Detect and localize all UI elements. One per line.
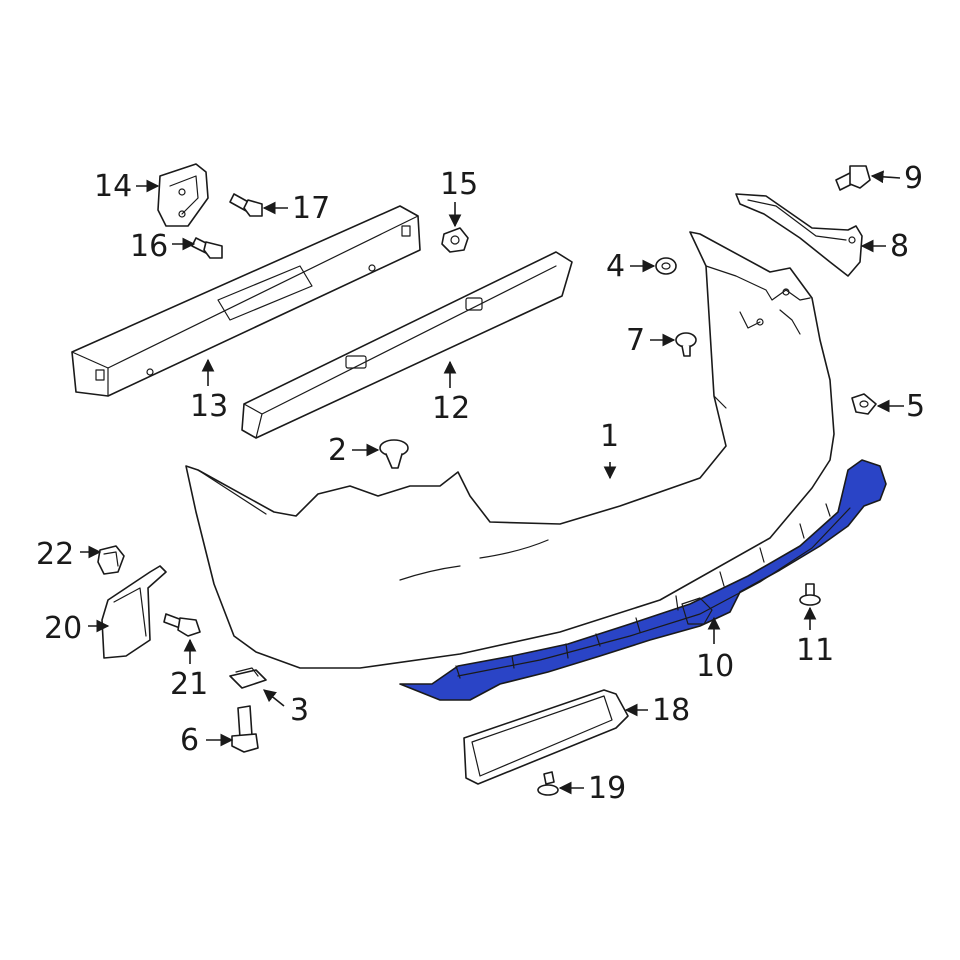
leader-3	[263, 689, 285, 707]
part-14-bracket[interactable]	[157, 163, 209, 227]
part-12-energy-absorber[interactable]	[241, 251, 573, 439]
callout-20: 20	[44, 611, 82, 646]
callout-12: 12	[432, 391, 470, 426]
callout-13: 13	[190, 389, 228, 424]
part-8-side-bracket[interactable]	[735, 193, 863, 277]
callout-6: 6	[180, 723, 199, 758]
callout-5: 5	[906, 389, 925, 424]
leader-lines	[80, 170, 904, 795]
part-17-bolt[interactable]	[229, 193, 263, 217]
part-11-screw[interactable]	[799, 583, 821, 606]
callout-21: 21	[170, 667, 208, 702]
part-5-clip[interactable]	[851, 393, 877, 415]
callout-16: 16	[130, 229, 168, 264]
callout-9: 9	[904, 161, 923, 196]
part-19-screw[interactable]	[537, 771, 559, 796]
part-18-reflector[interactable]	[463, 689, 629, 785]
callout-8: 8	[890, 229, 909, 264]
callout-4: 4	[606, 249, 625, 284]
part-4-clip[interactable]	[655, 257, 677, 275]
part-6-bolt[interactable]	[231, 705, 259, 753]
callout-3: 3	[290, 693, 309, 728]
callout-labels: 1 2 3 4 5 6 7 8 9 10 11 12 13 14 15 16 1…	[36, 161, 925, 806]
leader-9	[870, 170, 901, 184]
part-9-bolt[interactable]	[835, 165, 871, 191]
part-20-cap[interactable]	[101, 565, 167, 659]
part-7-push-pin[interactable]	[675, 332, 697, 357]
callout-2: 2	[328, 433, 347, 468]
callout-11: 11	[796, 633, 834, 668]
callout-7: 7	[626, 323, 645, 358]
part-1-bumper-cover[interactable]	[185, 231, 835, 669]
part-13-reinforcement-beam[interactable]	[71, 205, 421, 397]
part-16-bolt[interactable]	[191, 237, 223, 259]
callout-22: 22	[36, 537, 74, 572]
callout-14: 14	[94, 169, 132, 204]
part-3-clip[interactable]	[229, 667, 267, 689]
part-15-nut[interactable]	[441, 227, 469, 253]
callout-10: 10	[696, 649, 734, 684]
part-21-bolt[interactable]	[163, 613, 201, 637]
callout-1: 1	[600, 419, 619, 454]
part-2-push-pin[interactable]	[379, 439, 409, 469]
callout-17: 17	[292, 191, 330, 226]
callout-15: 15	[440, 167, 478, 202]
part-22-clip-nut[interactable]	[97, 545, 125, 575]
part-10-lower-valance[interactable]	[399, 459, 887, 701]
callout-19: 19	[588, 771, 626, 806]
callout-18: 18	[652, 693, 690, 728]
